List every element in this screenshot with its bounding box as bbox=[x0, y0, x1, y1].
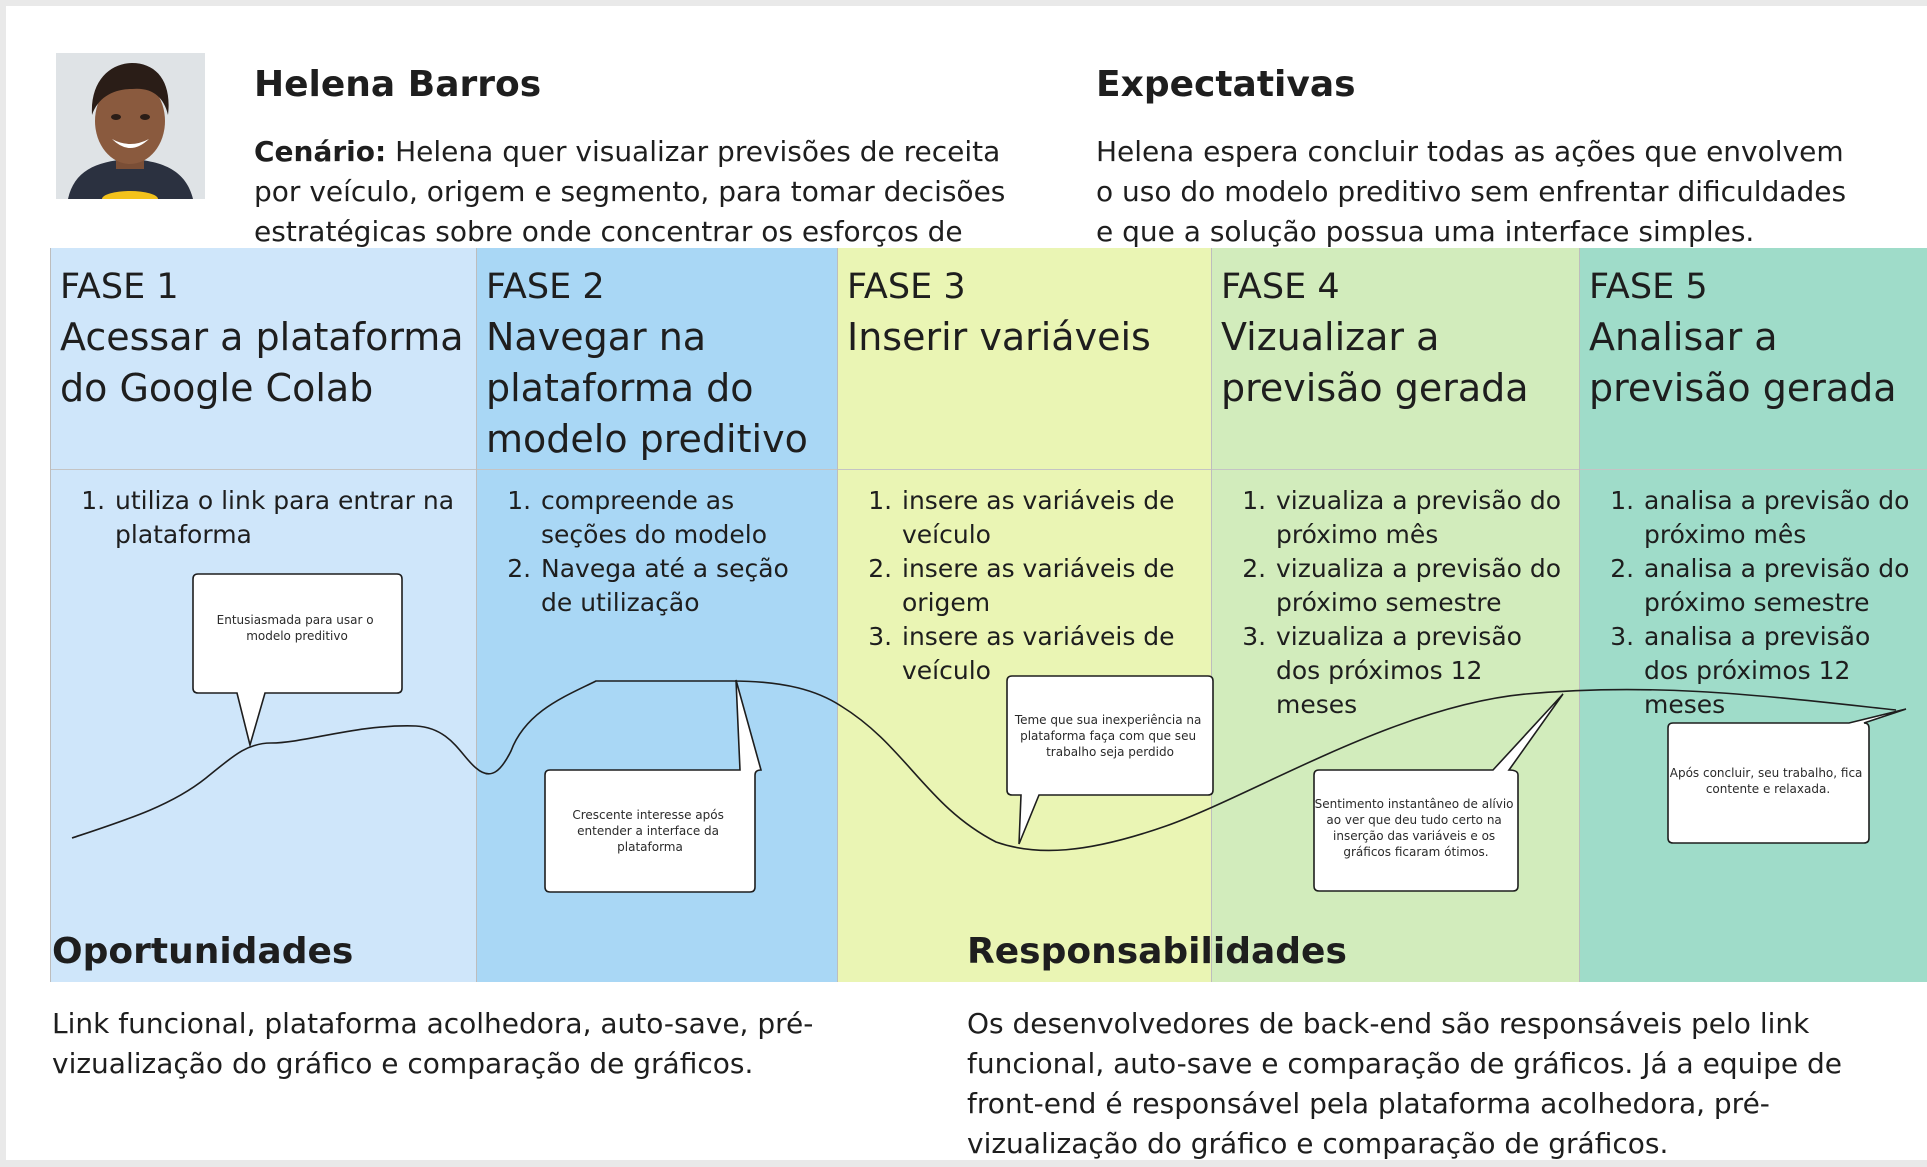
phase-column-4: FASE 4 Vizualizar a previsão gerada vizu… bbox=[1211, 248, 1579, 982]
phase-header: FASE 2 Navegar na plataforma do modelo p… bbox=[477, 248, 837, 470]
phase-header: FASE 3 Inserir variáveis bbox=[838, 248, 1211, 470]
phase-step: vizualiza a previsão do próximo semestre bbox=[1274, 552, 1569, 620]
phase-number: FASE 2 bbox=[486, 267, 605, 307]
phase-step: analisa a previsão do próximo semestre bbox=[1642, 552, 1917, 620]
phase-step: insere as variáveis de veículo bbox=[900, 484, 1201, 552]
persona-name: Helena Barros bbox=[254, 64, 542, 105]
phase-number: FASE 1 bbox=[60, 267, 179, 307]
phase-steps: compreende as seções do modelo Navega at… bbox=[477, 470, 837, 620]
phase-steps: insere as variáveis de veículo insere as… bbox=[838, 470, 1211, 688]
phase-step: insere as variáveis de origem bbox=[900, 552, 1201, 620]
phase-title: Vizualizar a previsão gerada bbox=[1221, 315, 1529, 410]
phase-column-3: FASE 3 Inserir variáveis insere as variá… bbox=[837, 248, 1211, 982]
phase-step: utiliza o link para entrar na plataforma bbox=[113, 484, 466, 552]
phase-title: Inserir variáveis bbox=[847, 315, 1151, 359]
phase-steps: vizualiza a previsão do próximo mês vizu… bbox=[1212, 470, 1579, 722]
opportunities-title: Oportunidades bbox=[52, 931, 354, 972]
phase-number: FASE 4 bbox=[1221, 267, 1340, 307]
phase-title: Acessar a plataforma do Google Colab bbox=[60, 315, 464, 410]
phase-header: FASE 5 Analisar a previsão gerada bbox=[1580, 248, 1927, 470]
responsibilities-text: Os desenvolvedores de back-end são respo… bbox=[967, 1007, 1843, 1160]
phase-step: analisa a previsão dos próximos 12 meses bbox=[1642, 620, 1917, 722]
phase-step: analisa a previsão do próximo mês bbox=[1642, 484, 1917, 552]
phase-header: FASE 1 Acessar a plataforma do Google Co… bbox=[51, 248, 476, 470]
expectations-text: Helena espera concluir todas as ações qu… bbox=[1096, 135, 1847, 248]
phase-step: vizualiza a previsão dos próximos 12 mes… bbox=[1274, 620, 1569, 722]
phase-title: Navegar na plataforma do modelo preditiv… bbox=[486, 315, 808, 461]
phase-steps: utiliza o link para entrar na plataforma bbox=[51, 470, 476, 552]
persona-photo-icon bbox=[56, 53, 205, 199]
phase-column-2: FASE 2 Navegar na plataforma do modelo p… bbox=[476, 248, 837, 982]
persona-avatar bbox=[56, 53, 205, 199]
phase-header: FASE 4 Vizualizar a previsão gerada bbox=[1212, 248, 1579, 470]
opportunities-text: Link funcional, plataforma acolhedora, a… bbox=[52, 1007, 814, 1080]
journey-map-board: Helena Barros Cenário: Helena quer visua… bbox=[6, 6, 1927, 1160]
phase-title: Analisar a previsão gerada bbox=[1589, 315, 1897, 410]
phase-step: vizualiza a previsão do próximo mês bbox=[1274, 484, 1569, 552]
phase-step: compreende as seções do modelo bbox=[539, 484, 827, 552]
phase-number: FASE 3 bbox=[847, 267, 966, 307]
responsibilities-title: Responsabilidades bbox=[967, 931, 1347, 972]
phase-steps: analisa a previsão do próximo mês analis… bbox=[1580, 470, 1927, 722]
expectations-title: Expectativas bbox=[1096, 64, 1356, 105]
phase-column-1: FASE 1 Acessar a plataforma do Google Co… bbox=[50, 248, 476, 982]
phase-column-5: FASE 5 Analisar a previsão gerada analis… bbox=[1579, 248, 1927, 982]
phase-step: Navega até a seção de utilização bbox=[539, 552, 827, 620]
phase-step: insere as variáveis de veículo bbox=[900, 620, 1201, 688]
scenario-label: Cenário: bbox=[254, 135, 387, 168]
phase-number: FASE 5 bbox=[1589, 267, 1708, 307]
